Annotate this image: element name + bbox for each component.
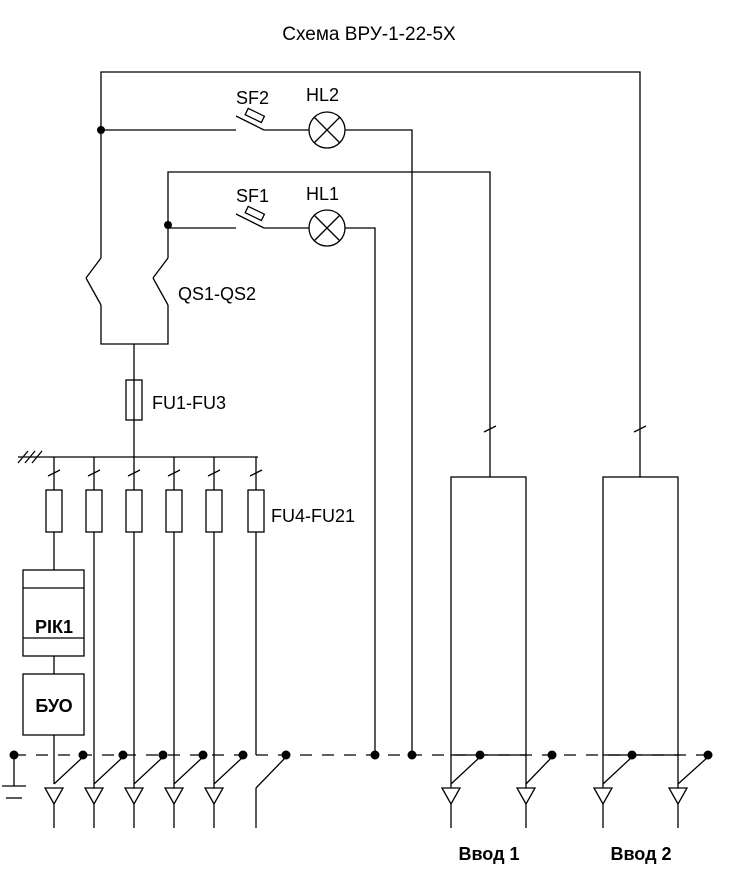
fu1-3-label: FU1-FU3 (152, 393, 226, 413)
input1-label: Ввод 1 (458, 844, 519, 864)
rik1-label: РІК1 (35, 617, 73, 637)
hl1-label: HL1 (306, 184, 339, 204)
control-wiring (100, 71, 641, 755)
feeder-branches (45, 457, 265, 755)
qs-label: QS1-QS2 (178, 284, 256, 304)
input1-block (450, 420, 527, 756)
buo-label: БУО (35, 696, 72, 716)
sf1-breaker (235, 205, 286, 229)
distribution-bus (17, 450, 258, 464)
sf2-label: SF2 (236, 88, 269, 108)
hl1-lamp (308, 209, 346, 247)
terminal-dots (9, 750, 713, 760)
junction-dot (164, 221, 172, 229)
outgoing-terminals (43, 755, 709, 828)
buo-block (22, 673, 85, 736)
junction-dot (97, 126, 105, 134)
hl2-lamp (308, 111, 346, 149)
input2-label: Ввод 2 (610, 844, 671, 864)
rik1-meter (22, 569, 85, 657)
qs-switch (85, 257, 169, 380)
hl2-label: HL2 (306, 85, 339, 105)
fu4-21-label: FU4-FU21 (271, 506, 355, 526)
input2-block (602, 420, 679, 756)
sf1-label: SF1 (236, 186, 269, 206)
diagram-title: Схема ВРУ-1-22-5Х (282, 24, 456, 45)
ground-symbol (2, 759, 26, 799)
sf2-breaker (235, 107, 286, 131)
